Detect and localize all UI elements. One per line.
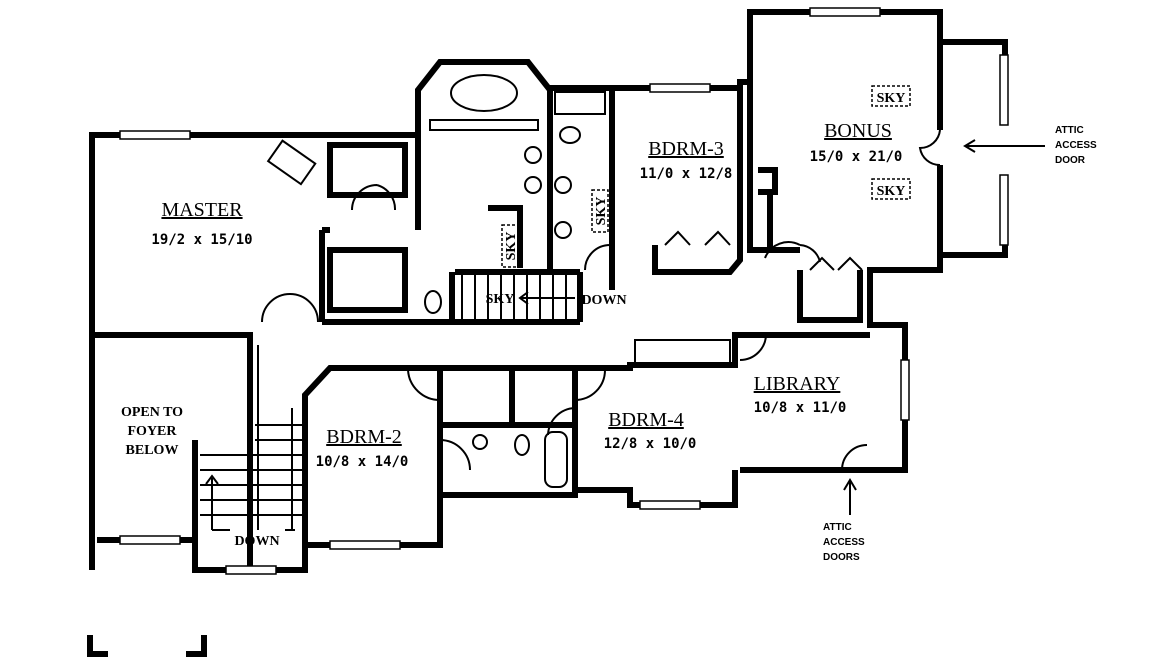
open-to-foyer-line2: FOYER [128,424,178,439]
corner-marks [87,635,207,657]
library-label: LIBRARY [754,373,841,395]
skylight-bonus-bottom: SKY [877,184,906,199]
attic-door-line3: DOOR [1055,155,1086,166]
open-to-foyer-line1: OPEN TO [121,405,183,420]
skylight-box [871,85,911,107]
attic-door-line1: ATTIC [1055,125,1084,136]
attic-arrows [843,139,1045,515]
fixtures [266,74,606,488]
doors [261,129,941,471]
stair-down-upper: DOWN [581,293,626,308]
stairs [200,275,575,531]
bdrm3-size: 11/0 x 12/8 [640,166,733,182]
attic-doors-line2: ACCESS [823,537,865,548]
bdrm4-size: 12/8 x 10/0 [604,436,697,452]
windows [119,7,1009,575]
bdrm2-size: 10/8 x 14/0 [316,454,409,470]
skylight-stair: SKY [486,292,515,307]
master-size: 19/2 x 15/10 [151,232,252,248]
bdrm4-label: BDRM-4 [608,409,684,431]
walls [89,9,1008,573]
skylight-box [871,178,911,200]
library-size: 10/8 x 11/0 [754,400,847,416]
stair-down-lower: DOWN [234,534,279,549]
attic-doors-line1: ATTIC [823,522,852,533]
skylight-bonus-top: SKY [877,91,906,106]
open-to-foyer-line3: BELOW [126,443,179,458]
master-label: MASTER [161,199,243,221]
bdrm3-label: BDRM-3 [648,138,724,160]
skylight-bath3: SKY [594,197,609,226]
bonus-size: 15/0 x 21/0 [810,149,903,165]
attic-door-line2: ACCESS [1055,140,1097,151]
skylight-box [591,189,609,233]
skylight-master-bath: SKY [504,232,519,261]
skylight-box [501,224,519,268]
bdrm2-label: BDRM-2 [326,426,402,448]
bonus-label: BONUS [824,120,892,142]
attic-doors-line3: DOORS [823,552,860,563]
